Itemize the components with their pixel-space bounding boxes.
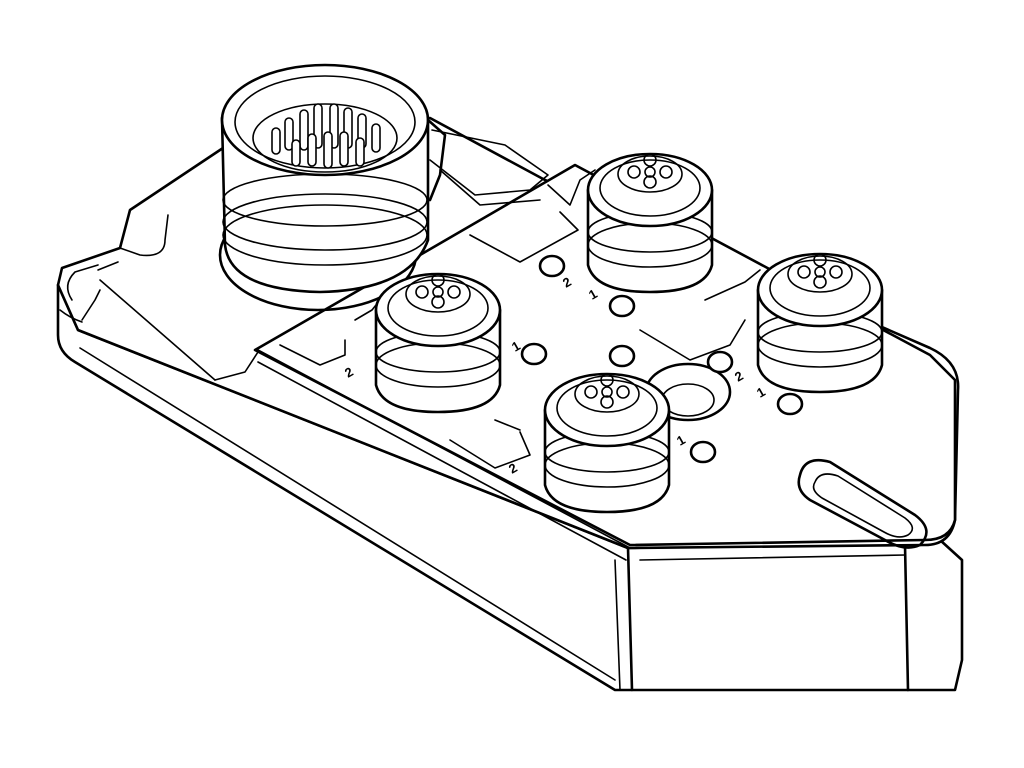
port-a-connector [586,152,714,294]
led-indicator [776,392,804,416]
port-b-connector [756,252,884,394]
led-indicator [608,344,636,368]
led-indicator [608,294,636,318]
main-multipin-connector [218,63,447,312]
led-indicator [706,350,734,374]
led-indicator [520,342,548,366]
port-d-connector [543,372,671,514]
led-indicator [689,440,717,464]
port-c-connector [374,272,502,414]
connector-pins [271,103,381,169]
housing-body [56,116,964,692]
led-indicator [538,254,566,278]
led-indicators [520,254,804,464]
mounting-slot [797,458,928,549]
